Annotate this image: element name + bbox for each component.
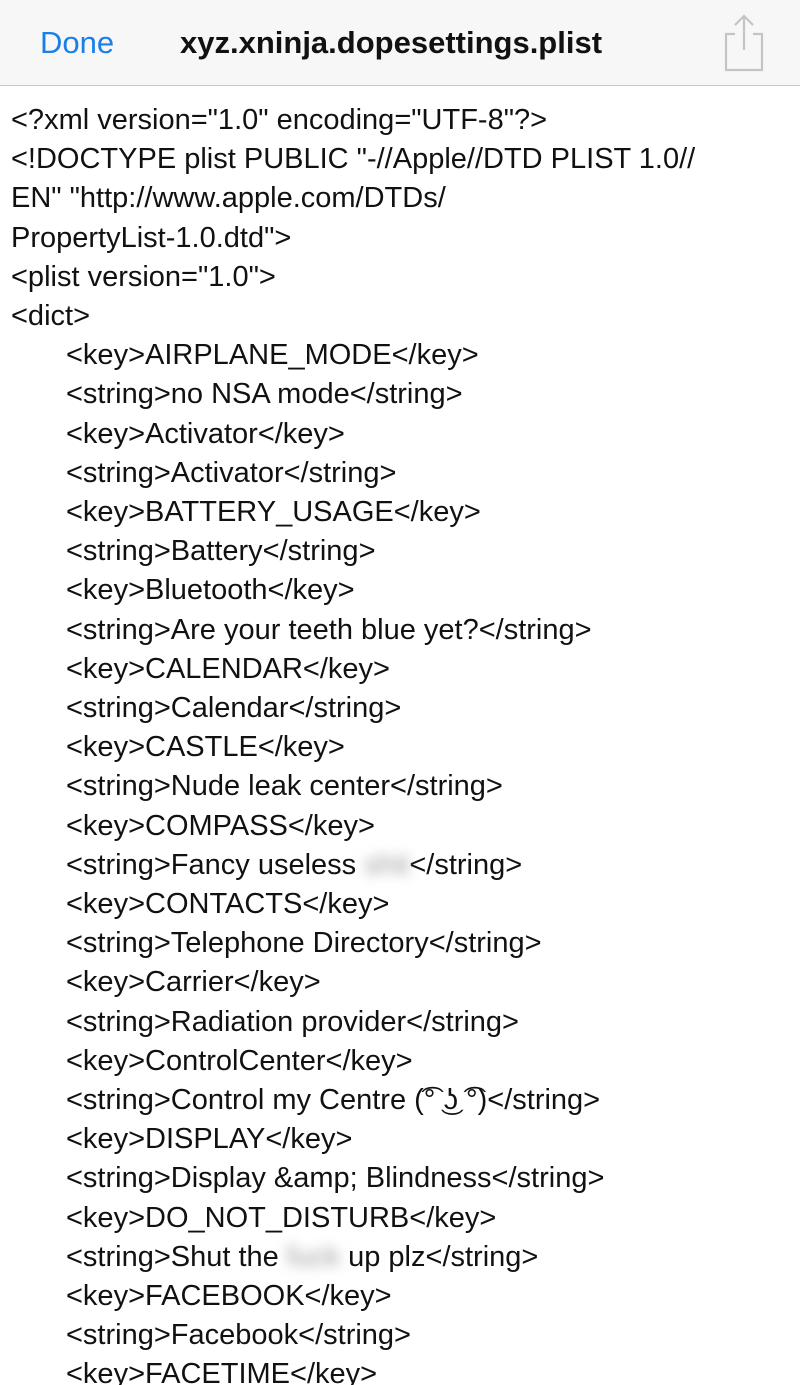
done-button[interactable]: Done [40,25,115,60]
code-text: <string>Are your teeth blue yet?</string… [66,613,592,646]
code-text: <key>Carrier</key> [66,966,321,999]
code-line: <string>no NSA mode</string> [66,375,463,414]
code-text: <string>Control my Centre (͡° ͜ʖ ͡°)</st… [66,1084,601,1116]
code-line: <?xml version="1.0" encoding="UTF-8"?> [11,101,547,140]
code-line: <key>FACETIME</key> [66,1355,377,1385]
code-line: <key>AIRPLANE_MODE</key> [66,336,479,375]
code-text: EN" "http://www.apple.com/DTDs/ [11,182,446,215]
code-line: <key>FACEBOOK</key> [66,1277,392,1316]
code-line: <key>Carrier</key> [66,963,321,1002]
code-text-after: up plz</string> [340,1240,539,1273]
code-line: <string>Fancy useless shit</string> [66,846,522,885]
code-line: <string>Battery</string> [66,532,376,571]
code-text: <string>no NSA mode</string> [66,378,463,411]
code-text: <string>Shut the [66,1240,287,1273]
code-line: <string>Radiation provider</string> [66,1003,519,1042]
code-line: <string>Activator</string> [66,454,396,493]
censored-word: fuck [286,1240,341,1273]
code-text: <plist version="1.0"> [11,260,276,293]
code-line: <key>COMPASS</key> [66,807,375,846]
code-text: <?xml version="1.0" encoding="UTF-8"?> [11,104,548,136]
code-line: EN" "http://www.apple.com/DTDs/ [11,179,446,218]
code-line: <string>Telephone Directory</string> [66,924,542,963]
code-line: <string>Facebook</string> [66,1316,411,1355]
code-text: <key>DISPLAY</key> [66,1123,353,1156]
code-line: <string>Display &amp; Blindness</string> [66,1159,604,1198]
code-line: <key>CONTACTS</key> [66,885,389,924]
code-line: <key>CASTLE</key> [66,728,345,767]
code-text-after: </string> [409,848,523,881]
navigation-bar: Done xyz.xninja.dopesettings.plist [0,0,800,86]
page-title: xyz.xninja.dopesettings.plist [180,25,603,60]
code-line: <string>Control my Centre (͡° ͜ʖ ͡°)</st… [66,1081,600,1120]
code-line: <dict> [11,297,90,336]
code-text: <string>Activator</string> [66,456,397,489]
code-line: <key>DISPLAY</key> [66,1120,352,1159]
plist-document[interactable]: <?xml version="1.0" encoding="UTF-8"?> <!… [0,86,800,1385]
code-text: <string>Radiation provider</string> [66,1005,519,1038]
code-text: <key>COMPASS</key> [66,809,375,842]
code-line: <plist version="1.0"> [11,258,276,297]
code-text: <string>Facebook</string> [66,1319,411,1352]
code-text: <string>Telephone Directory</string> [66,927,542,960]
code-line: <key>Activator</key> [66,415,345,454]
code-text: <key>CALENDAR</key> [66,652,390,685]
code-line: PropertyList-1.0.dtd"> [11,219,291,258]
code-text: <string>Battery</string> [66,535,376,568]
code-line: <key>CALENDAR</key> [66,650,390,689]
code-text: <string>Fancy useless [66,848,365,881]
code-text: <string>Display &amp; Blindness</string> [66,1162,605,1195]
code-text: <key>FACETIME</key> [66,1358,378,1385]
code-text: <key>AIRPLANE_MODE</key> [66,339,479,372]
code-text: <key>FACEBOOK</key> [66,1280,392,1312]
share-icon[interactable] [718,12,768,72]
code-text: <!DOCTYPE plist PUBLIC "-//Apple//DTD PL… [11,143,696,176]
code-line: <!DOCTYPE plist PUBLIC "-//Apple//DTD PL… [11,140,695,179]
censored-word: shit [364,848,410,881]
code-text: <key>ControlCenter</key> [66,1044,413,1077]
code-line: <string>Shut the fuck up plz</string> [66,1238,538,1277]
code-line: <string>Nude leak center</string> [66,767,503,806]
code-line: <key>ControlCenter</key> [66,1042,413,1081]
code-text: <key>DO_NOT_DISTURB</key> [66,1201,497,1234]
code-text: <key>Activator</key> [66,417,345,450]
code-text: <key>BATTERY_USAGE</key> [66,496,481,528]
code-text: <string>Nude leak center</string> [66,770,503,803]
code-text: <string>Calendar</string> [66,692,402,724]
code-line: <string>Calendar</string> [66,689,401,728]
code-line: <key>BATTERY_USAGE</key> [66,493,481,532]
code-text: <key>CASTLE</key> [66,731,345,764]
code-text: <key>CONTACTS</key> [66,888,390,920]
code-text: <dict> [11,300,90,332]
code-line: <key>Bluetooth</key> [66,571,355,610]
code-line: <key>DO_NOT_DISTURB</key> [66,1199,496,1238]
code-text: PropertyList-1.0.dtd"> [11,221,292,254]
code-text: <key>Bluetooth</key> [66,574,355,607]
code-line: <string>Are your teeth blue yet?</string… [66,611,592,650]
